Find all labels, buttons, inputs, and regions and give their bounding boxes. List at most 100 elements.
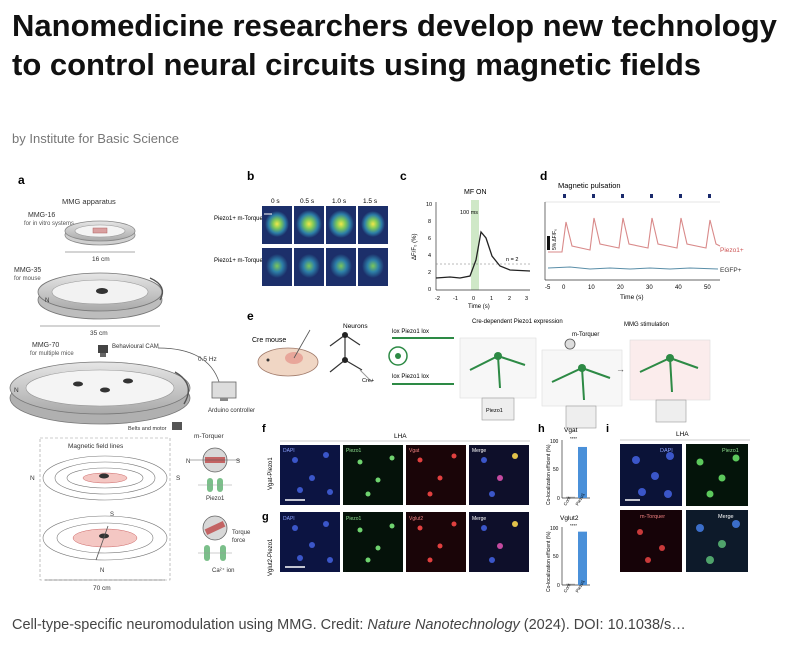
d-scale-bar [547,236,550,250]
c-xtick-2: 0 [472,296,475,302]
c-ytick-5: 0 [428,287,431,293]
c-ms-label: 100 ms [460,210,478,216]
e-cell-torquer [541,349,623,429]
panel-i: i LHA DAPI Piezo1 m-Torquer Merge [606,423,750,572]
svg-text:→: → [616,364,625,374]
mmg70-n-label: N [14,387,19,394]
f-ch-2: Vgat [409,448,420,454]
panel-e: e Cre mouse Neurons Cre+ lox Piezo1 lox … [247,309,711,429]
article-figure: a MMG apparatus MMG-16 for in vitro syst… [0,160,800,610]
h-bottom-ytick-0: 100 [550,526,559,532]
d-piezo-trace [548,217,721,253]
byline-prefix: by [12,131,26,146]
h-bottom-title: Vglut2 [560,515,579,522]
mmg70-label: MMG-70 [32,342,59,349]
dim-16cm: 16 cm [92,256,110,263]
panel-a: a MMG apparatus MMG-16 for in vitro syst… [9,173,255,592]
byline-organization-link[interactable]: Institute for Basic Science [29,131,179,146]
c-xtick-0: -2 [435,296,440,302]
d-egfp-trace [547,266,719,270]
e-piezo1-label: Piezo1 [486,408,503,414]
b-time-0: 0 s [271,198,280,205]
b-row1-label: Piezo1+ m-Torquer+ MF+ [214,216,283,222]
b-image-grid [262,206,388,286]
d-title: Magnetic pulsation [558,181,621,190]
mmg16-device [64,220,136,246]
i-ch-0: DAPI [660,448,673,454]
h-ylabel-bottom: Co-localization efficient (%) [546,531,552,592]
figure-canvas: a MMG apparatus MMG-16 for in vitro syst… [9,169,750,594]
h-top-cat-0: Cont [563,495,572,506]
mmg70-device [9,361,191,425]
force-label: force [232,538,246,544]
panel-b: b 0 s 0.5 s 1.0 s 1.5 s Piezo1+ m-Torque… [214,169,388,286]
field-lines-label: Magnetic field lines [68,443,124,450]
b-time-2: 1.0 s [332,198,347,205]
mmg35-n-label: N [45,298,49,304]
e-neurons: Neurons [343,323,368,330]
article-headline: Nanomedicine researchers develop new tec… [12,8,777,82]
d-xtick-4: 30 [646,285,653,291]
caption-journal: Nature Nanotechnology [367,617,520,633]
field-s2-label: S [110,512,114,518]
c-ytick-3: 4 [428,253,431,259]
dim-70cm: 70 cm [93,585,111,592]
h-top-ytick-1: 50 [553,467,559,473]
panel-letter-b: b [247,169,254,183]
c-trace [435,230,531,279]
g-ch-1: Piezo1 [346,516,362,522]
panel-letter-i: i [606,423,609,435]
computer-icon [211,381,237,401]
c-xtick-4: 2 [508,296,511,302]
mmg16-sub-label: for in vitro systems [24,221,74,227]
f-header: LHA [394,433,407,440]
h-bottom-ytick-2: 0 [557,583,560,589]
c-ytick-2: 6 [428,236,431,242]
g-ch-0: DAPI [283,516,295,522]
d-xtick-3: 20 [617,285,624,291]
e-m-torquer: m-Torquer [572,332,599,338]
m-torquer-s: S [236,459,240,465]
f-micrographs [280,445,529,505]
m-torquer-n: N [186,459,190,465]
d-xtick-1: 0 [562,285,566,291]
f-ch-0: DAPI [283,448,295,454]
c-xtick-5: 3 [525,296,528,302]
h-top-ytick-0: 100 [550,439,559,445]
m-torquer-label-a: m-Torquer [194,433,224,440]
e-cre-plus: Cre+ [362,378,374,384]
h-vglut2-bar-0 [566,583,575,585]
g-ch-3: Merge [472,516,486,522]
f-ch-3: Merge [472,448,486,454]
field-lines-top [42,455,168,501]
d-xlabel: Time (s) [620,294,644,301]
d-xtick-6: 50 [704,285,711,291]
i-ch-2: m-Torquer [640,514,665,520]
d-xtick-0: -5 [545,285,551,291]
dim-35cm: 35 cm [90,330,108,337]
d-pulse-markers [563,194,711,198]
h-top-sig: **** [570,436,577,441]
field-n2-label: N [100,568,104,574]
panel-d: d Magnetic pulsation 5% ΔF/F₀ Piezo1+ EG… [540,169,744,301]
camera-icon [98,345,108,357]
e-cre-mouse: Cre mouse [252,337,286,344]
g-side-label: Vglut2-Piezo1 [268,538,274,576]
field-lines-bottom [42,515,168,561]
mmg35-sub-label: for mouse [14,276,41,282]
g-ch-2: Vglut2 [409,516,423,522]
h-top-ytick-2: 0 [557,496,560,502]
g-micrographs [280,512,529,572]
mmg35-device [37,272,164,320]
e-mouse-icon [257,329,319,377]
piezo1-label-a: Piezo1 [206,496,225,502]
hz-label: 0.5 Hz [198,356,217,363]
e-lox-top: lox Piezo1 lox [392,329,429,335]
byline: by Institute for Basic Science [12,131,179,146]
h-vgat-bar-0 [566,496,575,498]
panel-f: f LHA Vgat-Piezo1 DAPI Piezo1 Vgat Merge [262,423,530,505]
figure-caption: Cell-type-specific neuromodulation using… [12,617,792,633]
belts-label: Belts and motor [128,426,167,432]
panel-letter-a: a [18,173,25,187]
caption-text-after: (2024). DOI: 10.1038/s… [519,617,686,633]
